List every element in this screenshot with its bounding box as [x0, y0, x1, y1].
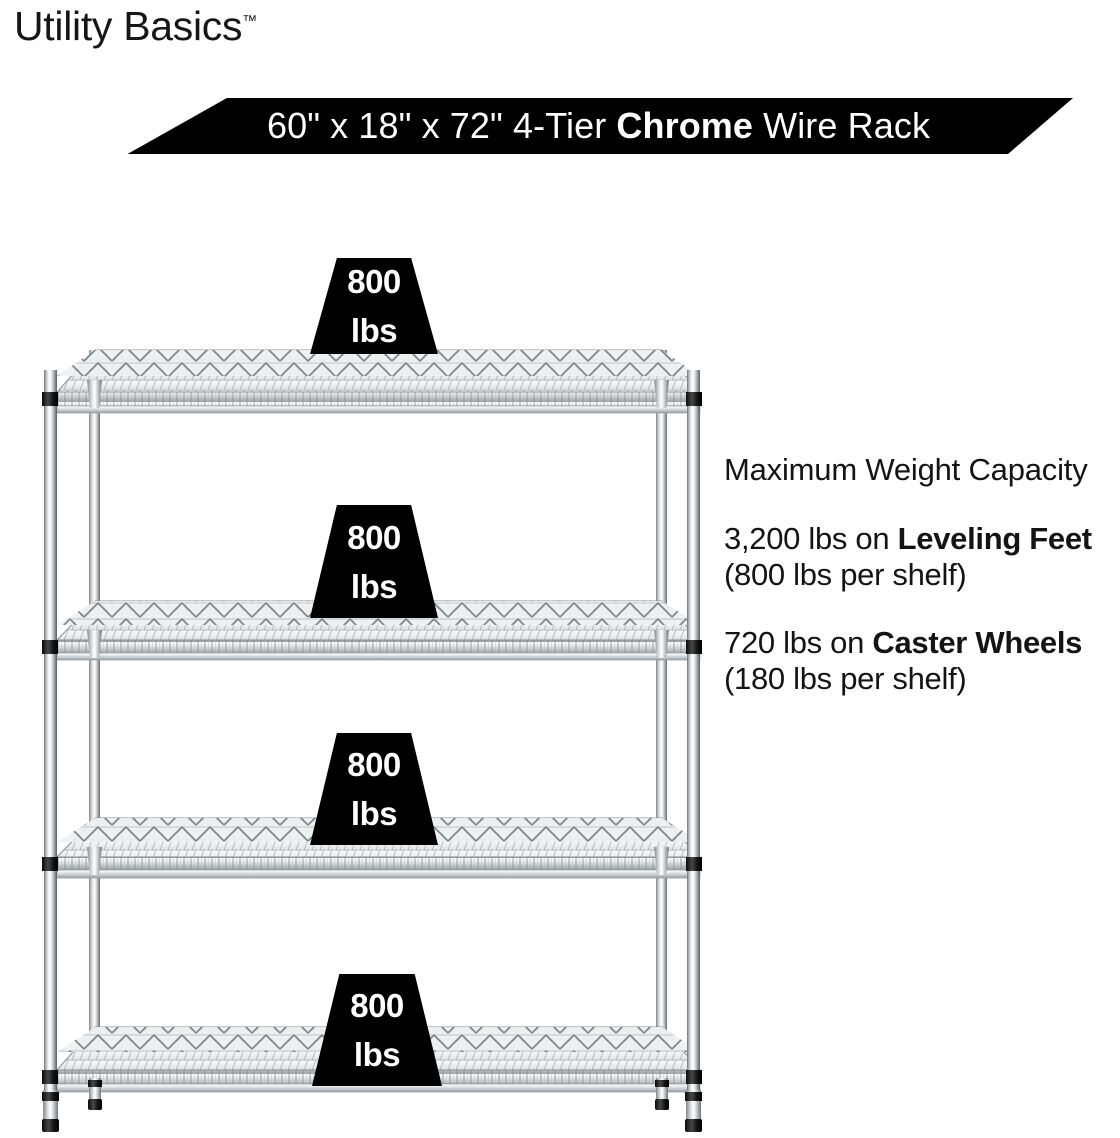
- front-right-collar-2: [686, 640, 702, 654]
- rear-left-sleeve-3: [87, 847, 102, 875]
- front-left-collar-4: [42, 1070, 58, 1084]
- capacity-badge-4-value: 800: [350, 987, 404, 1024]
- banner-title-material: Chrome: [616, 105, 754, 146]
- leveling-feet-capacity: 3,200 lbs on Leveling Feet (800 lbs per …: [724, 521, 1116, 593]
- caster-mount-label: Caster Wheels: [872, 624, 1083, 660]
- capacity-badge-tier-1: 800 lbs: [310, 258, 438, 354]
- leveling-foot-front-left: [42, 1090, 59, 1132]
- front-right-collar-4: [686, 1070, 702, 1084]
- capacity-badge-1-value: 800: [347, 263, 401, 300]
- weight-capacity-panel: Maximum Weight Capacity 3,200 lbs on Lev…: [724, 452, 1116, 729]
- capacity-heading: Maximum Weight Capacity: [724, 452, 1088, 487]
- capacity-badge-3-unit: lbs: [350, 795, 398, 832]
- brand-name: Utility Basics: [14, 3, 243, 49]
- front-right-collar-1: [686, 392, 702, 406]
- front-left-collar-3: [42, 857, 58, 871]
- leveling-prefix: 3,200 lbs on: [724, 521, 898, 557]
- caster-prefix: 720 lbs on: [724, 624, 873, 660]
- leveling-mount-label: Leveling Feet: [897, 521, 1093, 557]
- rear-left-post: [89, 350, 100, 1102]
- capacity-badge-4-unit: lbs: [353, 1036, 401, 1073]
- capacity-badge-2-value: 800: [347, 518, 401, 556]
- brand-wordmark: Utility Basics™: [14, 6, 257, 47]
- capacity-badge-2-unit: lbs: [350, 567, 398, 605]
- banner-title: 60" x 18" x 72" 4-Tier Chrome Wire Rack: [261, 108, 930, 144]
- rear-right-sleeve-1: [654, 380, 669, 408]
- caster-wheels-capacity: 720 lbs on Caster Wheels (180 lbs per sh…: [724, 625, 1116, 697]
- capacity-badge-3-value: 800: [347, 746, 401, 783]
- banner-title-prefix: 60" x 18" x 72" 4-Tier: [266, 105, 617, 146]
- leveling-foot-front-right: [685, 1090, 702, 1132]
- shelf-tier-2: [55, 600, 702, 661]
- rear-right-sleeve-3: [654, 847, 669, 875]
- capacity-badge-1-unit: lbs: [350, 312, 398, 349]
- rear-left-sleeve-2: [87, 630, 102, 658]
- shelf-tier-1: [55, 349, 702, 414]
- leveling-foot-rear-right: [655, 1078, 669, 1110]
- leveling-suffix: (800 lbs per shelf): [724, 556, 967, 592]
- product-title-banner: 60" x 18" x 72" 4-Tier Chrome Wire Rack: [127, 98, 1073, 154]
- rear-right-sleeve-2: [654, 630, 669, 658]
- trademark-symbol: ™: [242, 12, 258, 30]
- caster-suffix: (180 lbs per shelf): [724, 660, 967, 696]
- leveling-foot-rear-left: [88, 1078, 102, 1110]
- front-left-collar-2: [42, 640, 58, 654]
- rear-right-post: [656, 350, 667, 1102]
- front-right-post: [687, 370, 700, 1112]
- front-right-collar-3: [686, 857, 702, 871]
- front-left-collar-1: [42, 392, 58, 406]
- rear-left-sleeve-1: [87, 380, 102, 408]
- banner-title-suffix: Wire Rack: [753, 105, 931, 146]
- wire-rack-illustration: 800 lbs 800 lbs 800 lbs 800 lbs: [0, 258, 720, 1138]
- front-left-post: [44, 370, 57, 1112]
